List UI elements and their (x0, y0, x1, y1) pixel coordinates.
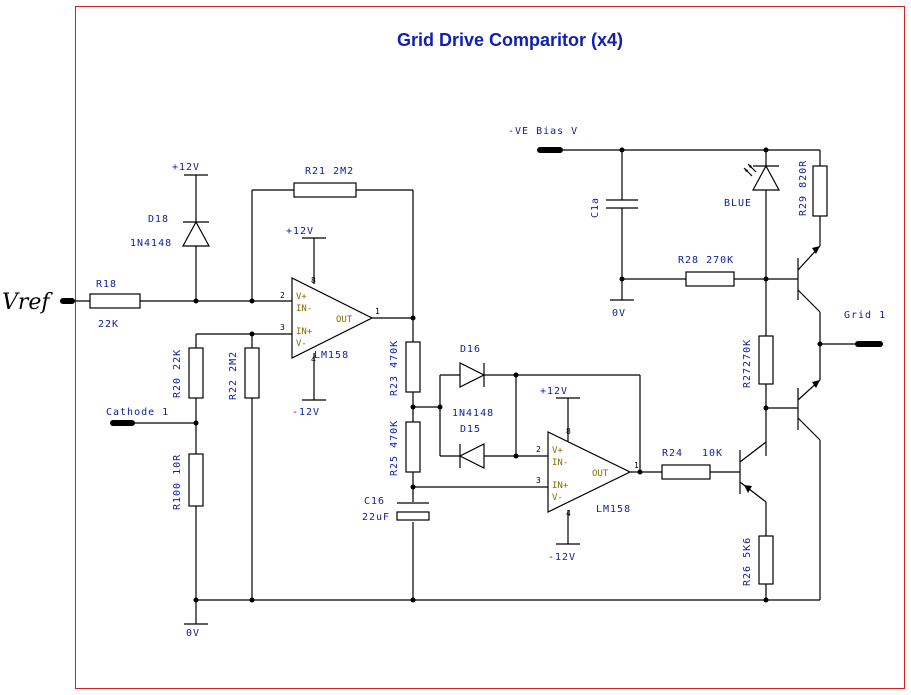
svg-text:1: 1 (375, 307, 380, 316)
r25-label: R25 470K (389, 420, 400, 476)
svg-text:IN-: IN- (296, 304, 312, 314)
plus12-u1-label: +12V (286, 226, 314, 237)
r28-label: R28 270K (678, 255, 734, 266)
gnd-c1a-label: 0V (612, 308, 626, 319)
svg-text:3: 3 (280, 323, 285, 332)
r23-resistor (405, 341, 421, 393)
drawing-frame (75, 6, 905, 689)
r18-value-label: 22K (98, 319, 119, 330)
minus12-u2-label: -12V (548, 552, 576, 563)
c1a-label: C1a (590, 197, 601, 218)
svg-text:IN+: IN+ (552, 481, 569, 491)
junction-dots (193, 147, 823, 603)
r29-resistor (812, 165, 828, 217)
svg-text:4: 4 (311, 355, 316, 364)
svg-text:1: 1 (634, 461, 639, 470)
q-bottom-emitter-arrow (812, 380, 820, 388)
svg-text:IN+: IN+ (296, 327, 313, 337)
svg-text:OUT: OUT (336, 315, 353, 325)
r26-label: R26 5K6 (742, 537, 753, 586)
d18-label: D18 (148, 214, 169, 225)
svg-text:V-: V- (552, 493, 563, 503)
svg-text:3: 3 (536, 476, 541, 485)
svg-text:2: 2 (536, 445, 541, 454)
r27-label: R27270K (742, 339, 753, 388)
r23-label: R23 470K (389, 340, 400, 396)
svg-text:V-: V- (296, 339, 307, 349)
svg-text:8: 8 (311, 276, 316, 285)
r20-label: R20 22K (172, 349, 183, 398)
comparator-stage-wiring (412, 318, 740, 600)
d16-label: D16 (460, 344, 481, 355)
r20-resistor (188, 347, 204, 399)
d15-diode (458, 443, 485, 469)
r24-value-label: 10K (702, 448, 723, 459)
vref-handwritten-label: Vref (2, 290, 53, 315)
q-driver-emitter-arrow (744, 485, 752, 493)
ve-bias-label: -VE Bias V (508, 126, 578, 137)
svg-text:IN-: IN- (552, 458, 568, 468)
gnd-left-label: 0V (186, 628, 200, 639)
u2-opamp: V+ IN- IN+ V- OUT 2 3 8 4 1 (536, 427, 639, 518)
d18-type-label: 1N4148 (130, 238, 172, 249)
plus12-u2-label: +12V (540, 386, 568, 397)
minus12-u1-label: -12V (292, 407, 320, 418)
c1a-capacitor (606, 199, 638, 209)
svg-text:2: 2 (280, 291, 285, 300)
c16-capacitor (396, 502, 430, 521)
c16-value-label: 22uF (362, 512, 390, 523)
input-stage-wiring (62, 174, 820, 625)
u1-type-label: LM158 (314, 350, 349, 361)
d15-label: D15 (460, 424, 481, 435)
svg-text:8: 8 (566, 427, 571, 436)
grid-label: Grid 1 (844, 310, 886, 321)
r21-label: R21 2M2 (305, 166, 354, 177)
r100-label: R100 10R (172, 454, 183, 510)
r29-label: R29 820R (798, 160, 809, 216)
diagram-title: Grid Drive Comparitor (x4) (397, 30, 623, 50)
svg-text:4: 4 (566, 509, 571, 518)
r26-resistor (758, 535, 774, 585)
u2-type-label: LM158 (596, 504, 631, 515)
r18-label: R18 (96, 279, 117, 290)
r24-resistor (661, 464, 711, 480)
r22-label: R22 2M2 (228, 351, 239, 400)
r21-resistor (293, 182, 357, 198)
led-label: BLUE (724, 198, 752, 209)
svg-text:OUT: OUT (592, 469, 609, 479)
r22-resistor (244, 347, 260, 399)
blue-led (743, 163, 781, 191)
r25-resistor (405, 421, 421, 473)
svg-text:V+: V+ (552, 446, 563, 456)
d18-diode (181, 220, 211, 247)
c16-label: C16 (364, 496, 385, 507)
r24-label: R24 (662, 448, 683, 459)
d16-diode (459, 362, 486, 388)
r100-resistor (188, 453, 204, 507)
svg-text:V+: V+ (296, 292, 307, 302)
u1-opamp: V+ IN- IN+ V- OUT 2 3 8 4 1 (280, 276, 380, 364)
plus12-top-label: +12V (172, 162, 200, 173)
q-top-emitter-arrow (812, 246, 820, 254)
d15-type-label: 1N4148 (452, 408, 494, 419)
r28-resistor (685, 271, 735, 287)
cathode-label: Cathode 1 (106, 407, 169, 418)
r18-resistor (89, 293, 141, 309)
r27-resistor (758, 335, 774, 385)
